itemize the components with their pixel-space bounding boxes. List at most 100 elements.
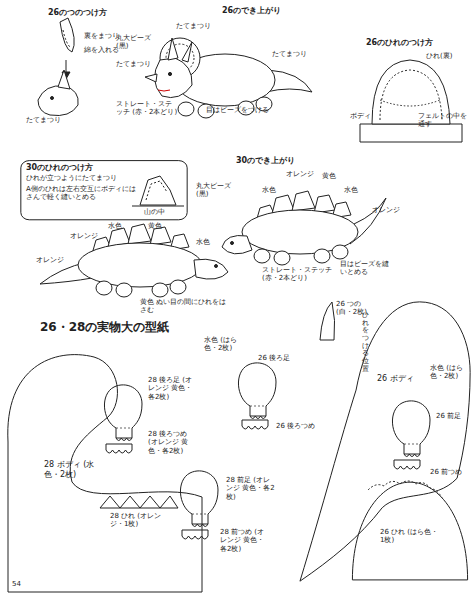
note-label: ストレート・ステッチ (赤・2本どり) bbox=[262, 266, 332, 283]
stegosaurus-28 bbox=[215, 265, 218, 268]
stegosaurus-30 bbox=[314, 195, 335, 213]
stegosaurus-30 bbox=[274, 251, 290, 265]
stegosaurus-28 bbox=[194, 259, 228, 279]
note-label: オレンジ bbox=[286, 170, 314, 178]
stegosaurus-28 bbox=[152, 283, 168, 297]
section-heading: 30のでき上がり bbox=[236, 156, 295, 166]
fin-in-box bbox=[132, 176, 184, 206]
stegosaurus-30 bbox=[222, 191, 386, 265]
fin-in-box bbox=[146, 181, 167, 200]
page-title: 26・28の実物大の型紙 bbox=[40, 320, 169, 334]
section-heading: 26のひれのつけ方 bbox=[366, 38, 433, 48]
fin-in-box bbox=[132, 206, 184, 207]
note-label: オレンジ bbox=[36, 256, 64, 264]
note-label: 黄色 bbox=[148, 222, 162, 230]
note-label: 目はビーズを縫いとめる bbox=[340, 260, 390, 277]
horn-detail bbox=[51, 97, 54, 100]
stegosaurus-30 bbox=[314, 249, 330, 263]
piece-outline bbox=[285, 296, 472, 590]
horn-detail bbox=[63, 30, 71, 48]
section-heading: 26のでき上がり bbox=[222, 6, 281, 16]
triceratops bbox=[178, 102, 194, 116]
note-label: ボディ bbox=[350, 112, 371, 120]
note-label: ひれ(裏) bbox=[426, 52, 452, 60]
note-label: 丸大ビーズ (黒) bbox=[116, 34, 154, 51]
pattern-pieces bbox=[368, 481, 442, 498]
pattern-pieces bbox=[100, 302, 442, 539]
pattern-pieces bbox=[242, 420, 268, 429]
pattern-pieces bbox=[392, 401, 430, 457]
outline bbox=[352, 482, 467, 580]
note-label: たてまつり bbox=[272, 50, 307, 58]
note-label: 28 前つめ (オレンジ 黄色・各2枚) bbox=[220, 528, 270, 553]
note-label: ひれをつける位置 bbox=[362, 312, 369, 374]
pattern-pieces bbox=[180, 471, 218, 527]
note-label: たてまつり bbox=[176, 22, 211, 30]
horn-detail bbox=[38, 18, 78, 116]
triceratops bbox=[168, 72, 171, 75]
stegosaurus-28 bbox=[40, 224, 228, 297]
note-label: 黄色 bbox=[322, 172, 336, 180]
triceratops bbox=[182, 42, 192, 62]
note-label: 水色 bbox=[262, 186, 276, 194]
note-label: 26 前足 bbox=[436, 412, 461, 420]
note-label: 水色 bbox=[196, 238, 210, 246]
note-label: 28 後ろつめ (オレンジ 黄色・各2枚) bbox=[148, 430, 198, 455]
fin-detail bbox=[360, 124, 462, 142]
piece-label: 30のひれのつけ方 bbox=[26, 163, 146, 173]
note-label: たてまつり bbox=[26, 116, 61, 124]
stegosaurus-28 bbox=[170, 280, 186, 294]
triceratops bbox=[158, 90, 170, 91]
stegosaurus-28 bbox=[96, 281, 112, 295]
note-label: 丸大ビーズ (黒) bbox=[196, 182, 232, 199]
outline bbox=[300, 302, 470, 581]
pattern-piece: 26 ボディ bbox=[285, 296, 472, 590]
piece-label: 26 ボディ bbox=[377, 374, 414, 384]
note-label: 水色 bbox=[344, 186, 358, 194]
note-label: 裏をまつり bbox=[84, 32, 119, 40]
stegosaurus-28 bbox=[78, 243, 202, 287]
note-box: 30のひれのつけ方ひれが立つようにたてまつり A側のひれは左右交互にボディにはさん… bbox=[20, 160, 188, 220]
stegosaurus-30 bbox=[222, 235, 252, 253]
pattern-pieces bbox=[394, 460, 420, 469]
note-label: 水色 bbox=[108, 222, 122, 230]
horn-detail bbox=[58, 70, 70, 89]
note-label: たてまつり bbox=[116, 60, 151, 68]
pattern-pieces bbox=[106, 444, 132, 453]
pattern-pieces bbox=[238, 363, 276, 419]
fin-detail bbox=[360, 60, 462, 142]
note-label: 26 つの (白・2枚) bbox=[336, 300, 376, 317]
note-text: A側のひれは左右交互にボディにはさんで軽く縫いとめる bbox=[26, 185, 136, 202]
triceratops bbox=[145, 74, 157, 82]
note-label: 黄色 ぬい目の間にひれをはさむ bbox=[140, 298, 230, 315]
stegosaurus-28 bbox=[128, 224, 151, 244]
note-label: 目はビーズをつける bbox=[206, 106, 269, 114]
fin-in-box bbox=[140, 176, 176, 205]
note-label: オレンジ bbox=[70, 232, 98, 240]
note-label: 水色 (はら色・2枚) bbox=[204, 336, 248, 353]
outline bbox=[8, 355, 202, 592]
pattern-pieces bbox=[104, 385, 142, 441]
pattern-pieces bbox=[100, 496, 178, 508]
note-label: ストレート・ステッチ (赤・2本どり) bbox=[116, 100, 178, 117]
note-label: 28 後ろ足 (オレンジ 黄色・各2枚) bbox=[148, 376, 198, 401]
piece-label: 26 ひれ (はら色・1枚) bbox=[380, 528, 442, 545]
triceratops bbox=[168, 38, 178, 60]
note-label: 26 後ろ足 bbox=[258, 354, 290, 362]
stegosaurus-30 bbox=[231, 242, 234, 245]
outline bbox=[21, 161, 187, 220]
section-heading: 26のつのつけ方 bbox=[48, 8, 107, 18]
note-label: フェルトの中を通す bbox=[418, 112, 468, 129]
fin-detail bbox=[380, 100, 440, 106]
piece-label: 28 ボディ (水色・2枚) bbox=[44, 460, 100, 479]
pattern-pieces bbox=[320, 302, 335, 340]
horn-detail bbox=[38, 86, 78, 116]
pattern-piece: 26 ひれ (はら色・1枚) bbox=[350, 478, 470, 582]
note-text: ひれが立つようにたてまつり bbox=[26, 174, 136, 182]
note-label: 26 後ろつめ bbox=[276, 422, 315, 430]
note-label: 54 bbox=[12, 580, 21, 588]
stegosaurus-28 bbox=[116, 283, 132, 297]
note-label: 28 ひれ (オレンジ・1枚) bbox=[110, 512, 162, 529]
